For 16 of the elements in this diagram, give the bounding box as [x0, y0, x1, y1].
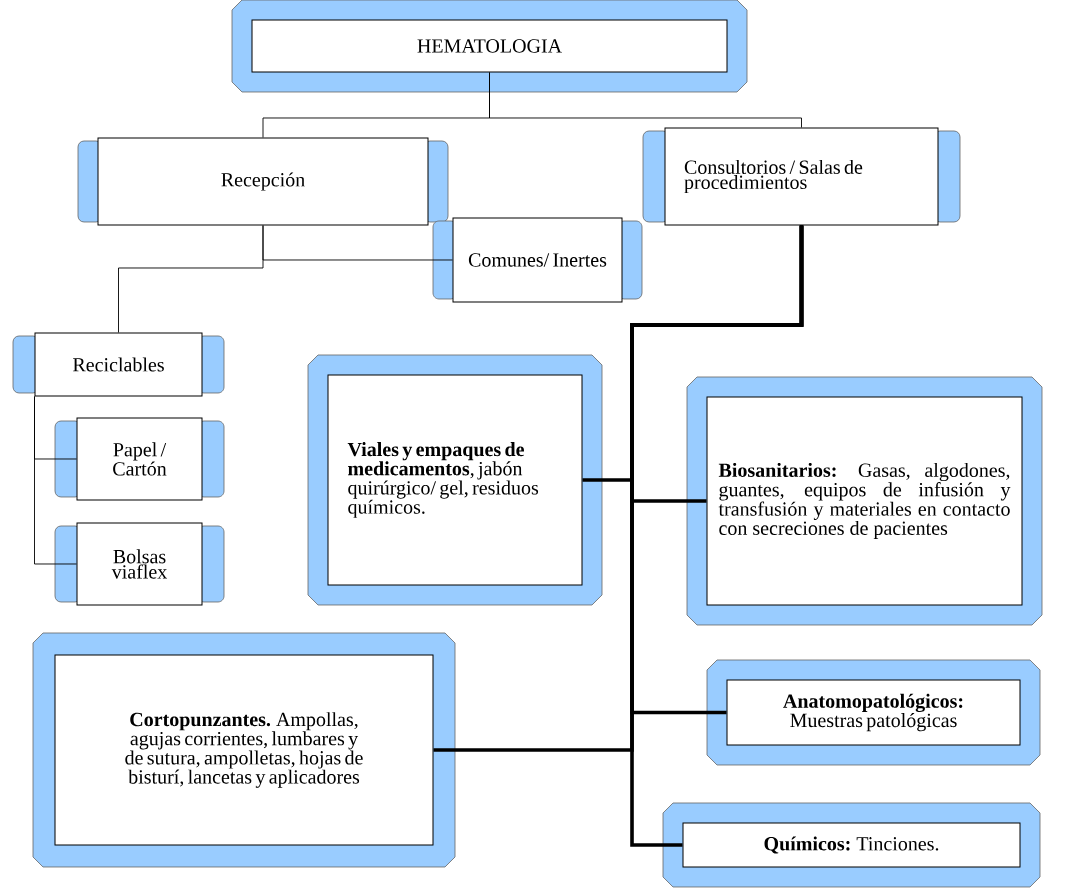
waste-box: Biosanitarios: Gasas, algodones, guantes, equipos de infusión y transfusión y materiales en contacto con secreciones de pacientes [686, 376, 1043, 626]
waste-box: Anatomopatológicos: Muestras patológicas [706, 659, 1041, 766]
waste-box: Cortopunzantes. Ampollas, agujas corrientes, lumbares y de sutura, ampolletas, hojas de bisturí, lancetas y aplicadores [32, 632, 456, 868]
connector-line [118, 225, 264, 333]
connector-line [489, 72, 802, 128]
category-box: Bolsas viaflex [54, 522, 225, 606]
connector-line [34, 396, 77, 565]
category-box: Reciclables [12, 332, 225, 397]
connector-line [630, 225, 804, 847]
waste-box: Viales y empaques de medicamentos, jabón quirúrgico/ gel, residuos químicos. [307, 354, 603, 606]
waste-box: Químicos: Tinciones. [662, 802, 1041, 888]
title-box: HEMATOLOGIA [231, 0, 748, 93]
category-box: Papel / Cartón [54, 417, 225, 501]
category-box: Recepción [77, 137, 449, 226]
category-box: Consultorios / Salas de procedimientos [642, 127, 961, 226]
category-box: Comunes/ Inertes [432, 217, 643, 303]
